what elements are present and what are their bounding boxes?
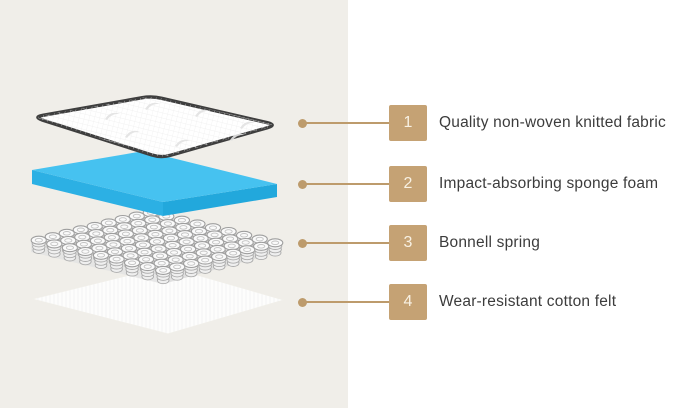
fabric-layer xyxy=(36,95,274,159)
layer-number-badge: 2 xyxy=(389,166,427,202)
connector-dot-icon xyxy=(298,238,307,248)
layer-number-badge: 3 xyxy=(389,225,427,261)
callout-row-2: 2 Impact-absorbing sponge foam xyxy=(298,166,658,202)
callout-row-4: 4 Wear-resistant cotton felt xyxy=(298,284,616,320)
layer-label: Impact-absorbing sponge foam xyxy=(439,175,659,192)
bonnell-spring-layer xyxy=(30,208,284,285)
connector-dot-icon xyxy=(298,179,307,189)
connector-line xyxy=(305,183,389,185)
foam-right-face xyxy=(163,184,277,216)
foam-top-face xyxy=(32,151,277,202)
callout-row-3: 3 Bonnell spring xyxy=(298,225,540,261)
connector-line xyxy=(305,122,389,124)
foam-layer xyxy=(32,151,277,216)
connector-dot-icon xyxy=(298,118,307,128)
felt-layer xyxy=(31,265,286,335)
connector-dot-icon xyxy=(298,297,307,307)
layer-number-badge: 4 xyxy=(389,284,427,320)
layer-number-badge: 1 xyxy=(389,105,427,141)
mattress-exploded-illustration xyxy=(30,95,286,335)
spring-coils xyxy=(30,208,284,285)
fabric-quilt-texture xyxy=(37,96,273,157)
layer-label: Quality non-woven knitted fabric xyxy=(439,114,666,131)
labels-panel xyxy=(348,0,700,408)
layer-label: Wear-resistant cotton felt xyxy=(439,293,617,310)
layer-label: Bonnell spring xyxy=(439,234,541,251)
foam-left-face xyxy=(32,170,163,216)
connector-line xyxy=(305,301,389,303)
connector-line xyxy=(305,242,389,244)
callout-row-1: 1 Quality non-woven knitted fabric xyxy=(298,105,666,141)
